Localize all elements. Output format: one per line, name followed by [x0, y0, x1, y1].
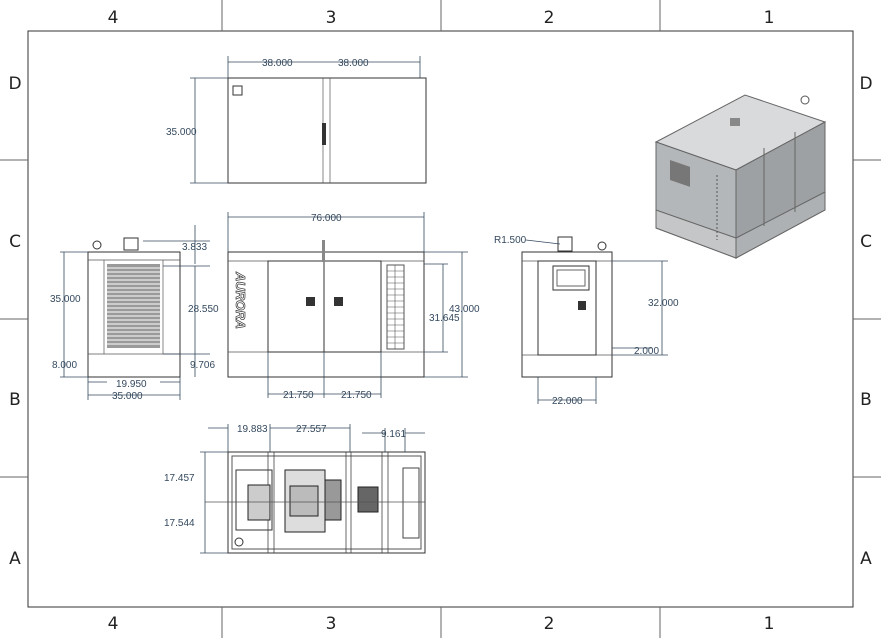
dimension-label: 8.000 [52, 360, 77, 371]
isometric-view [654, 94, 827, 259]
dimension-label: 19.883 [237, 424, 268, 435]
dimension-label: 17.457 [164, 473, 195, 484]
dimension-label: 17.544 [164, 518, 195, 529]
end-view: 3.833 35.000 28.550 8.000 9.706 19.950 3… [50, 225, 219, 402]
column-label: 1 [764, 8, 775, 28]
dimension-label: 35.000 [166, 127, 197, 138]
dimension-label: 35.000 [112, 391, 143, 402]
row-label: C [9, 232, 21, 252]
column-label: 2 [544, 614, 555, 634]
side-view: AURORA 76.000 43.000 31.645 21.750 21.75… [227, 212, 480, 401]
column-label: 3 [326, 8, 337, 28]
row-label: A [9, 549, 21, 569]
row-label: B [860, 390, 872, 410]
row-label: A [860, 549, 872, 569]
row-label: D [8, 74, 21, 94]
dimension-label: 38.000 [338, 58, 369, 69]
dimension-label: 35.000 [50, 294, 81, 305]
row-label: C [860, 232, 872, 252]
dimension-label: 32.000 [648, 298, 679, 309]
dimension-label: 9.161 [381, 429, 406, 440]
dimension-label: 31.645 [429, 313, 460, 324]
dimension-label: 27.557 [296, 424, 327, 435]
dimension-label: 2.000 [634, 346, 659, 357]
row-label: B [9, 390, 21, 410]
row-label: D [859, 74, 872, 94]
dimension-label: 38.000 [262, 58, 293, 69]
rear-view: R1.500 32.000 2.000 22.000 [494, 235, 679, 407]
dimension-label: 21.750 [341, 390, 372, 401]
dimension-label: 28.550 [188, 304, 219, 315]
brand-logo: AURORA [233, 271, 248, 329]
column-label: 4 [108, 8, 119, 28]
column-label: 1 [764, 614, 775, 634]
dimension-label: R1.500 [494, 235, 527, 246]
column-label: 3 [326, 614, 337, 634]
top-view: 38.000 38.000 35.000 [166, 56, 427, 184]
dimension-label: 43.000 [449, 304, 480, 315]
dimension-label: 21.750 [283, 390, 314, 401]
dimension-label: 22.000 [552, 396, 583, 407]
plan-view: 19.883 27.557 9.161 17.457 17.544 [164, 424, 426, 554]
louver [107, 264, 160, 348]
dimension-label: 9.706 [190, 360, 215, 371]
column-label: 2 [544, 8, 555, 28]
dimension-label: 3.833 [182, 242, 207, 253]
dimension-label: 76.000 [311, 213, 342, 224]
column-label: 4 [108, 614, 119, 634]
dimension-label: 19.950 [116, 379, 147, 390]
